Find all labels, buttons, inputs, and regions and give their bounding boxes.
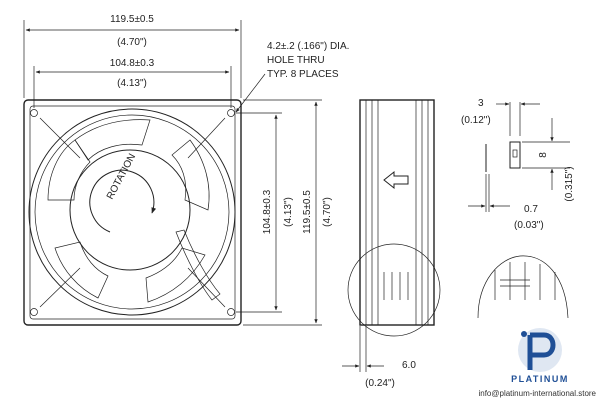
terminal-thickness-inch: (0.03") (514, 220, 544, 231)
venturi-inner (34, 114, 230, 310)
side-body (359, 99, 435, 326)
platinum-logo: PLATINUM info@platinum-international.sto… (478, 328, 597, 398)
terminal-pin-hole (512, 149, 518, 158)
height-overall-value: 119.5±0.5 (302, 190, 313, 234)
strut (187, 117, 226, 159)
hole-note: 4.2±.2 (.166") DIA. HOLE THRU TYP. 8 PLA… (235, 41, 349, 113)
mounting-hole (30, 109, 38, 117)
fan-blades (47, 119, 210, 303)
hole-note-line2: HOLE THRU (267, 55, 325, 66)
cable-channel (175, 229, 221, 301)
terminal-thickness-value: 0.7 (524, 204, 538, 215)
detail-circle (347, 243, 441, 337)
mounting-hole (227, 109, 235, 117)
blade (54, 241, 109, 299)
blade (171, 139, 210, 211)
flange-inch: (0.24") (365, 378, 395, 389)
mounting-holes (30, 109, 235, 316)
strut (187, 267, 226, 308)
terminal-width-value: 3 (478, 98, 484, 109)
height-overall-inch: (4.70") (322, 197, 333, 227)
strut (39, 267, 81, 308)
mounting-hole (227, 308, 235, 316)
front-view: ROTATION (23, 99, 242, 326)
logo-dot-icon (521, 331, 527, 337)
rotation-arrow (89, 169, 157, 233)
flange-value: 6.0 (402, 360, 416, 371)
logo-brand: PLATINUM (511, 374, 569, 384)
detail-enlargement-arc (477, 255, 569, 319)
hole-spacing-value: 104.8±0.3 (110, 58, 155, 69)
hole-note-line1: 4.2±.2 (.166") DIA. (267, 41, 349, 52)
hub (69, 149, 191, 271)
strut (39, 117, 81, 159)
blade (74, 119, 151, 161)
logo-p-icon (527, 332, 556, 370)
hole-spacing-inch: (4.13") (117, 78, 147, 89)
hole-note-line3: TYP. 8 PLACES (267, 69, 339, 80)
blade (47, 139, 91, 201)
venturi-outer (28, 108, 236, 316)
terminal-width-inch: (0.12") (461, 115, 491, 126)
height-holes-value: 104.8±0.3 (262, 189, 273, 234)
mounting-hole (30, 308, 38, 316)
terminal-height-value: 8 (538, 152, 549, 158)
terminal-height-inch: (0.315") (564, 166, 575, 201)
width-dimensions: 119.5±0.5 (4.70") 104.8±0.3 (4.13") (23, 14, 242, 108)
side-flange-right (421, 99, 429, 326)
terminal-detail: 3 (0.12") 8 (0.315") 0.7 (0.03") (461, 98, 575, 319)
logo-site: info@platinum-international.store (478, 389, 596, 398)
airflow-arrow (383, 170, 409, 190)
blade (145, 247, 206, 303)
side-flange-left (365, 99, 373, 326)
overall-width-inch: (4.70") (117, 37, 147, 48)
side-view: 6.0 (0.24") (342, 99, 441, 389)
hole-note-leader (235, 73, 266, 113)
height-holes-inch: (4.13") (283, 197, 294, 227)
height-dimensions: 104.8±0.3 (4.13") 119.5±0.5 (4.70") (236, 99, 333, 326)
overall-width-value: 119.5±0.5 (110, 14, 154, 25)
terminal-pin-front (509, 141, 521, 169)
